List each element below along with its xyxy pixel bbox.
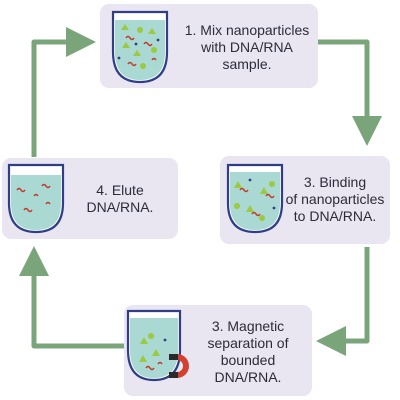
step-3-label: 3. Magnetic separation of bounded DNA/RN…: [207, 318, 289, 385]
arrow-step4-to-step1: [31, 27, 96, 157]
arrow-step1-to-step2: [318, 39, 382, 146]
step-1-label: 1. Mix nanoparticles with DNA/RNA sample…: [184, 22, 310, 72]
arrow-step3-to-step4: [19, 246, 124, 349]
step-2-label: 3. Binding of nanoparticles to DNA/RNA.: [285, 174, 385, 224]
step-4-label: 4. Elute DNA/RNA.: [86, 182, 154, 215]
arrow-step2-to-step3: [316, 247, 370, 356]
